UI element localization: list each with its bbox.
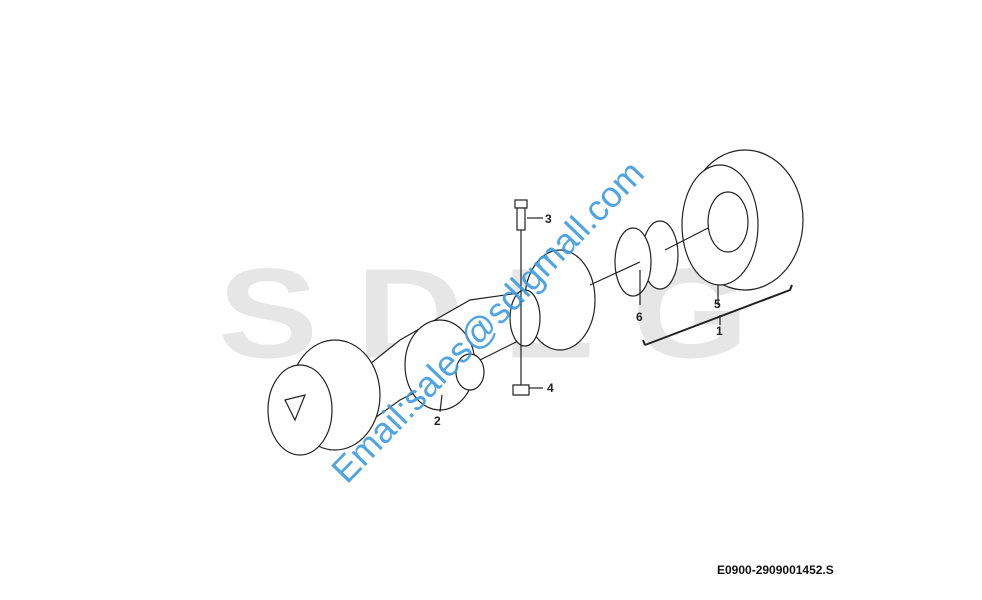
bolt [512,199,543,396]
callout-5: 5 [714,297,721,311]
rim [589,220,679,305]
assembly-bracket [642,284,793,346]
drawing-code: E0900-2909001452.S [717,563,834,577]
left-hub [267,339,381,456]
tire [664,149,804,305]
callout-3: 3 [545,212,552,226]
callout-2: 2 [434,414,441,428]
right-hub [509,249,596,351]
callout-1: 1 [716,324,723,338]
callout-4: 4 [547,381,554,395]
callout-6: 6 [636,310,643,324]
